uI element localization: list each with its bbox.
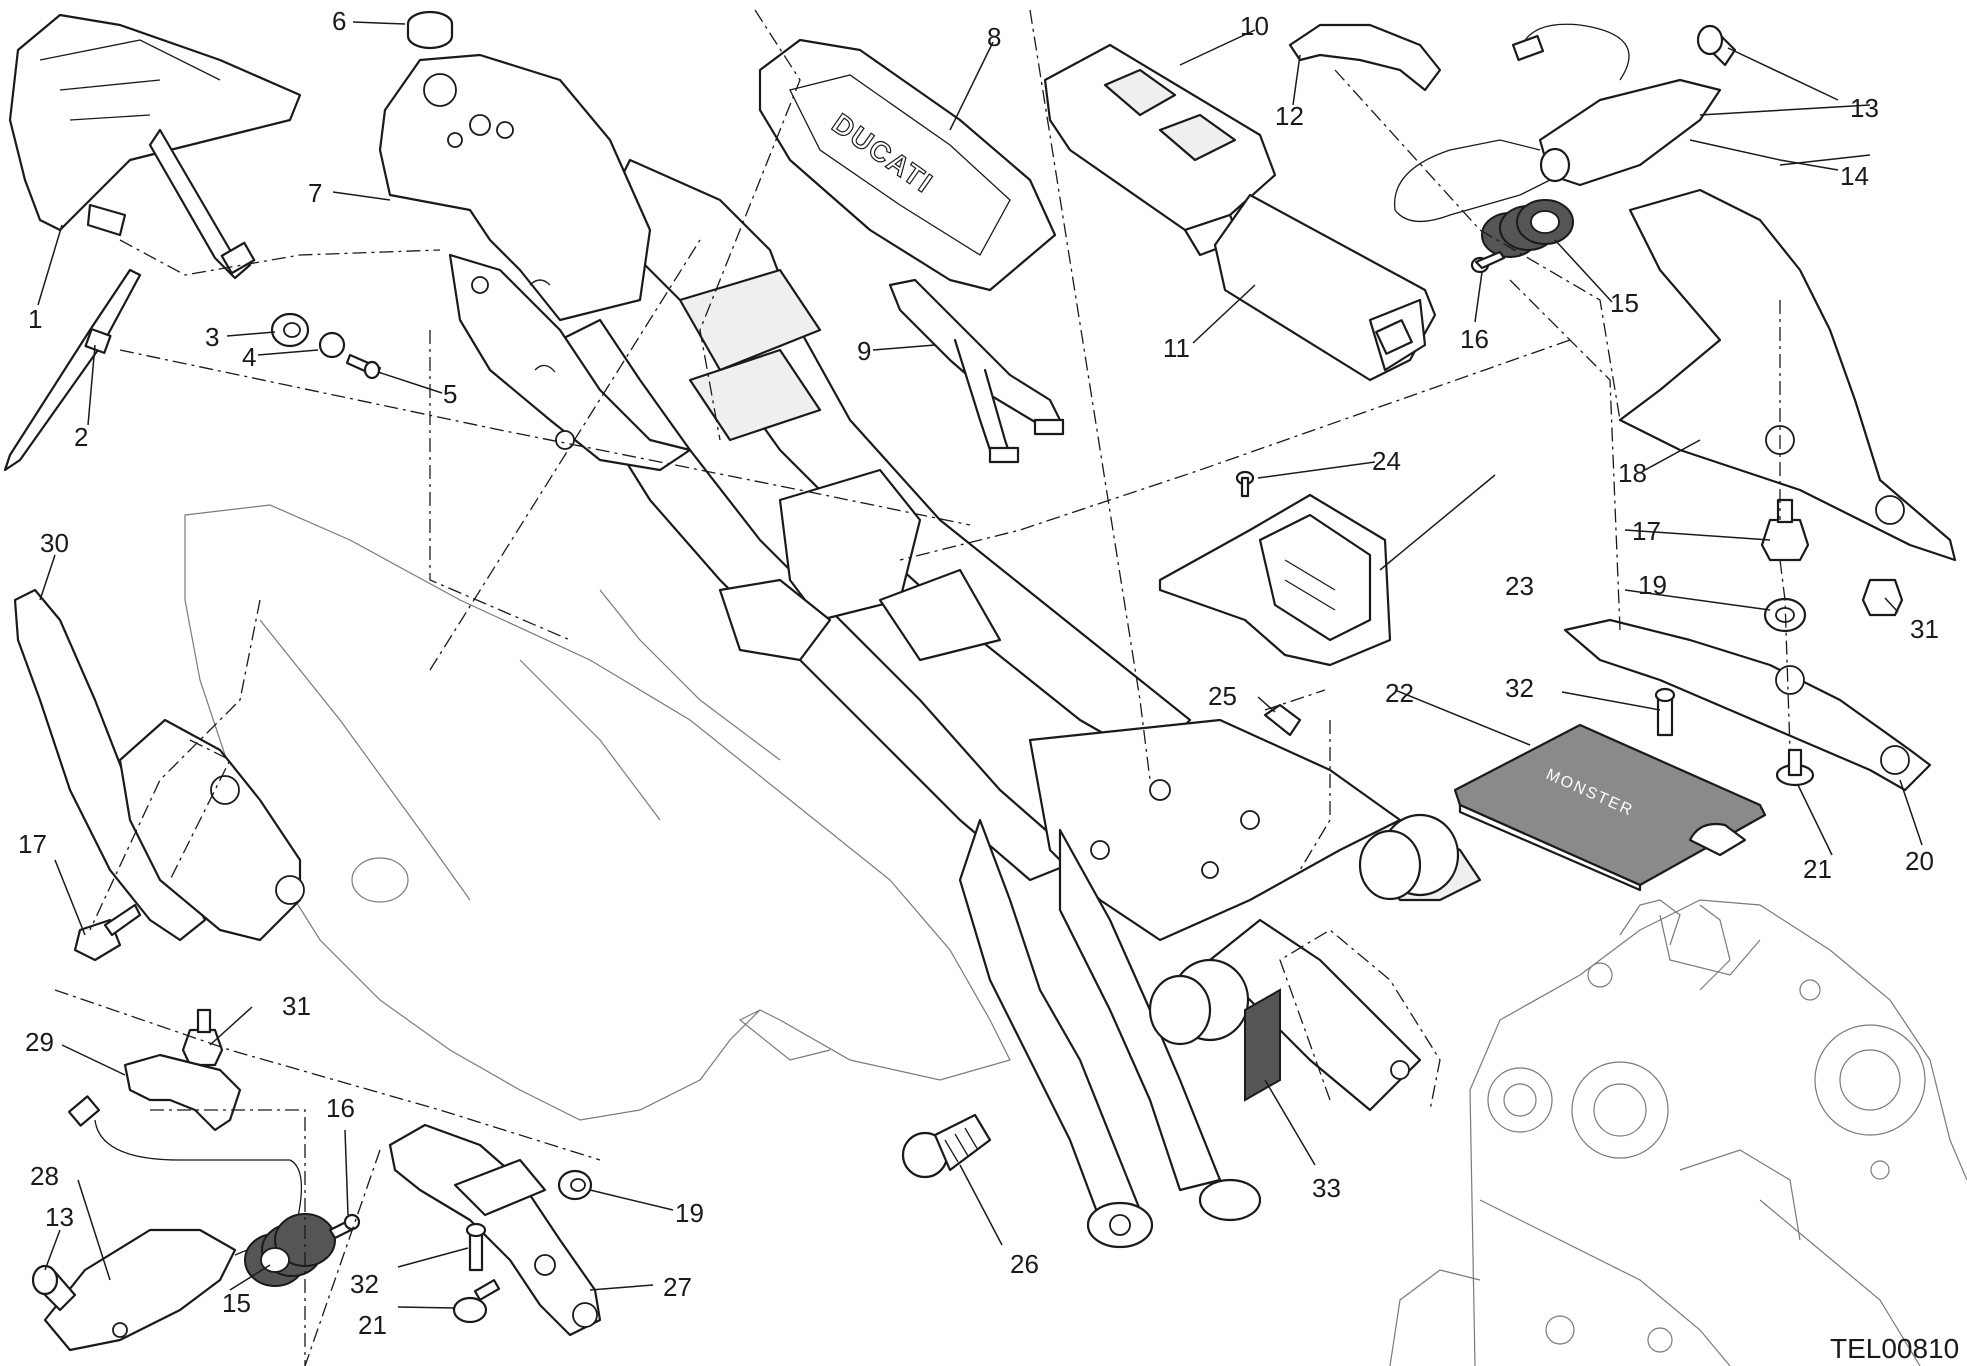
callout-13-left: 13 xyxy=(45,1202,74,1232)
fasteners-right xyxy=(1654,498,1904,787)
part-11-control-unit xyxy=(1213,193,1437,382)
callout-16-right: 16 xyxy=(1460,324,1489,354)
callout-13-right: 13 xyxy=(1850,93,1879,123)
callout-22: 22 xyxy=(1385,678,1414,708)
part-26-bolt xyxy=(901,1113,992,1179)
callout-10: 10 xyxy=(1240,11,1269,41)
callout-8: 8 xyxy=(987,22,1001,52)
part-23-module xyxy=(1158,493,1392,667)
part-6-grommet xyxy=(406,10,454,50)
fasteners-lower-left xyxy=(452,1169,593,1324)
callout-24: 24 xyxy=(1372,446,1401,476)
part-13-bulb-right xyxy=(1696,24,1737,67)
callout-18: 18 xyxy=(1618,458,1647,488)
callout-30: 30 xyxy=(40,528,69,558)
callout-3: 3 xyxy=(205,322,219,352)
part-30-side-panel-left xyxy=(13,588,305,942)
part-9-strap xyxy=(888,278,1065,464)
leader-lines xyxy=(37,21,1923,1309)
callout-4: 4 xyxy=(242,342,256,372)
callout-labels: 1 2 3 4 5 6 7 8 9 10 11 12 13 14 15 16 1… xyxy=(18,6,1939,1340)
callout-16-left: 16 xyxy=(326,1093,355,1123)
part-20-bracket-right xyxy=(1563,618,1932,792)
callout-19-left: 19 xyxy=(675,1198,704,1228)
callout-29: 29 xyxy=(25,1027,54,1057)
rear-subframe xyxy=(558,158,1482,1249)
part-22-owners-manual: MONSTER xyxy=(1453,723,1767,892)
callout-5: 5 xyxy=(443,379,457,409)
callout-7: 7 xyxy=(308,178,322,208)
part-12-cover xyxy=(1288,23,1442,92)
part-33-label xyxy=(1244,988,1281,1102)
callout-26: 26 xyxy=(1010,1249,1039,1279)
callout-15-right: 15 xyxy=(1610,288,1639,318)
part-10-holder xyxy=(1043,43,1277,257)
callout-31-left: 31 xyxy=(282,991,311,1021)
callout-25: 25 xyxy=(1208,681,1237,711)
callout-17-left: 17 xyxy=(18,829,47,859)
part-2-cable-tie xyxy=(3,268,142,472)
callout-32-right: 32 xyxy=(1505,673,1534,703)
callout-1: 1 xyxy=(28,304,42,334)
callout-14: 14 xyxy=(1840,161,1869,191)
part-15-rubber-mount-left xyxy=(244,1213,361,1287)
part-28-turn-indicator-left xyxy=(43,1095,303,1352)
part-7-bracket xyxy=(378,53,692,472)
callout-21-left: 21 xyxy=(358,1310,387,1340)
engine-block xyxy=(1389,899,1967,1366)
fasteners-left xyxy=(73,903,224,1067)
callout-11: 11 xyxy=(1163,333,1190,363)
part-27-bracket-left xyxy=(388,1123,602,1337)
callout-28: 28 xyxy=(30,1161,59,1191)
part-15-rubber-mount-right xyxy=(1470,199,1574,274)
part-14-turn-indicator-right xyxy=(1394,23,1722,222)
part-13-bulb-left xyxy=(31,1264,77,1312)
callout-32-left: 32 xyxy=(350,1269,379,1299)
callout-21-right: 21 xyxy=(1803,854,1832,884)
callout-9: 9 xyxy=(857,336,871,366)
assembly-lines xyxy=(54,9,1791,1366)
fasteners-3-4-5 xyxy=(270,312,382,380)
part-29-cover xyxy=(123,1053,242,1132)
part-18-side-panel-right xyxy=(1618,188,1957,562)
part-1-tail-light xyxy=(8,13,302,280)
callout-23: 23 xyxy=(1505,571,1534,601)
callout-6: 6 xyxy=(332,6,346,36)
part-8-tail-cover: DUCATI xyxy=(758,38,1057,292)
callout-31-right: 31 xyxy=(1910,614,1939,644)
part-25-clip xyxy=(1263,703,1302,737)
callout-15-left: 15 xyxy=(222,1288,251,1318)
callout-12: 12 xyxy=(1275,101,1304,131)
drawing-code: TEL00810 xyxy=(1830,1333,1959,1364)
callout-2: 2 xyxy=(74,422,88,452)
callout-19-right: 19 xyxy=(1638,570,1667,600)
callout-33: 33 xyxy=(1312,1173,1341,1203)
part-24-screw xyxy=(1235,470,1255,498)
callout-20: 20 xyxy=(1905,846,1934,876)
callout-17-right: 17 xyxy=(1632,516,1661,546)
callout-27: 27 xyxy=(663,1272,692,1302)
